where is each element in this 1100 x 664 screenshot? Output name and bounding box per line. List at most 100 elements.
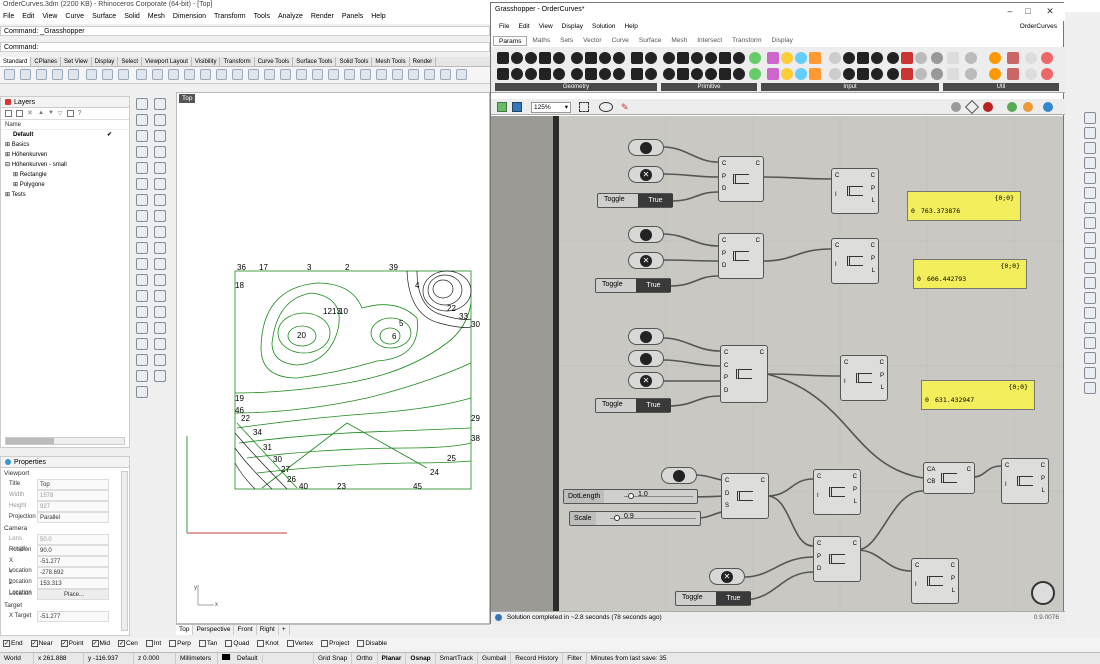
component-icon[interactable]	[599, 52, 611, 64]
prop-y-location-field[interactable]: -278.692	[37, 567, 109, 578]
menu-view[interactable]: View	[42, 13, 58, 20]
osnap-near[interactable]: ✓Near	[30, 640, 53, 648]
dimension-icon[interactable]	[154, 338, 166, 350]
component-icon[interactable]	[733, 52, 745, 64]
component-icon[interactable]	[613, 52, 625, 64]
output-port-label[interactable]: C	[870, 173, 875, 179]
checkbox-icon[interactable]	[225, 640, 233, 648]
zoom-dropdown[interactable]: 125%▾	[531, 102, 571, 113]
component-icon[interactable]	[781, 52, 793, 64]
filter-toggle[interactable]: Filter	[563, 653, 587, 664]
gh-tab-display[interactable]: Display	[771, 37, 793, 44]
new-sublayer-icon[interactable]	[16, 110, 23, 117]
bake-icon[interactable]	[983, 102, 993, 112]
toggle-value[interactable]: True	[636, 279, 671, 292]
output-port-label[interactable]: C	[760, 478, 765, 484]
toggle-value[interactable]: True	[716, 592, 751, 605]
arc-icon[interactable]	[154, 146, 166, 158]
material-icon[interactable]	[154, 370, 166, 382]
output-port-label[interactable]: L	[853, 499, 857, 506]
component-icon[interactable]	[795, 52, 807, 64]
expand-icon[interactable]: ⊞	[13, 182, 20, 188]
clipping-icon[interactable]	[1084, 307, 1096, 319]
select-points-icon[interactable]	[154, 98, 166, 110]
join-icon[interactable]	[154, 258, 166, 270]
osnap-vertex[interactable]: Vertex	[286, 640, 313, 648]
input-port-label[interactable]: D	[724, 387, 729, 394]
preview-mode-icon[interactable]	[951, 102, 961, 112]
checkbox-icon[interactable]	[357, 640, 365, 648]
input-port-label[interactable]: D	[817, 566, 822, 573]
osnap-end[interactable]: ✓End	[3, 640, 23, 648]
array-icon[interactable]	[154, 322, 166, 334]
tab-solid-tools[interactable]: Solid Tools	[336, 57, 373, 66]
new-file-icon[interactable]	[4, 69, 15, 80]
component-icon[interactable]	[1025, 52, 1037, 64]
component-icon[interactable]	[663, 52, 675, 64]
menu-curve[interactable]: Curve	[65, 13, 85, 20]
output-port-label[interactable]: C	[755, 238, 760, 244]
layer-polygone[interactable]: ⊞ Polygone	[1, 180, 129, 190]
component-icon[interactable]	[511, 52, 523, 64]
boolean-param[interactable]: ✕	[628, 372, 664, 389]
input-port-label[interactable]: C	[1005, 463, 1010, 469]
import-icon[interactable]	[68, 69, 79, 80]
zoom-selected-icon[interactable]	[232, 69, 243, 80]
cplane-icon[interactable]	[264, 69, 275, 80]
component-icon[interactable]	[645, 52, 657, 64]
cut-icon[interactable]	[86, 69, 97, 80]
boolean-param[interactable]: ✕	[628, 166, 664, 183]
component-icon[interactable]	[857, 52, 869, 64]
maximize-icon[interactable]: □	[1025, 6, 1031, 16]
component-icon[interactable]	[585, 52, 597, 64]
top-viewport[interactable]: Top	[176, 92, 490, 624]
wireframe-icon[interactable]	[1084, 127, 1096, 139]
smarttrack-toggle[interactable]: SmartTrack	[436, 653, 479, 664]
output-port-label[interactable]: P	[950, 575, 955, 582]
tab-top[interactable]: Top	[176, 625, 194, 635]
hatch-icon[interactable]	[136, 354, 148, 366]
expand-icon[interactable]: ⊞	[13, 172, 20, 178]
prop-rotation-field[interactable]: 90.0	[37, 545, 109, 556]
shaded-icon[interactable]	[1084, 142, 1096, 154]
component-icon[interactable]	[571, 68, 583, 80]
split-icon[interactable]	[136, 258, 148, 270]
zoom-icon[interactable]	[1084, 112, 1096, 124]
output-port-label[interactable]: C	[870, 243, 875, 249]
component-icon[interactable]	[1007, 68, 1019, 80]
split-view-icon[interactable]	[1084, 337, 1096, 349]
gh-tab-maths[interactable]: Maths	[532, 37, 551, 44]
component-icon[interactable]	[719, 68, 731, 80]
gh-tab-params[interactable]: Params	[493, 36, 528, 46]
named-views-icon[interactable]	[1084, 247, 1096, 259]
scale-icon[interactable]	[154, 306, 166, 318]
menu-panels[interactable]: Panels	[341, 13, 364, 20]
delete-layer-icon[interactable]: ✕	[27, 110, 33, 117]
circle-icon[interactable]	[136, 146, 148, 158]
viewport-label[interactable]: Top	[179, 94, 196, 103]
menu-solid[interactable]: Solid	[124, 13, 140, 20]
undo-icon[interactable]	[136, 69, 147, 80]
checkbox-icon[interactable]: ✓	[91, 640, 99, 648]
input-port-label[interactable]: C	[915, 563, 920, 569]
component-icon[interactable]	[871, 68, 883, 80]
units-indicator[interactable]: Millimeters	[176, 653, 218, 664]
paste-icon[interactable]	[118, 69, 129, 80]
zoom-extents-icon[interactable]	[579, 102, 589, 112]
gh-document-name[interactable]: OrderCurves	[1019, 23, 1057, 30]
tab-standard[interactable]: Standard	[0, 57, 32, 66]
gh-tab-mesh[interactable]: Mesh	[671, 37, 688, 44]
wire-display-icon[interactable]	[964, 99, 980, 115]
output-port-label[interactable]: P	[852, 486, 857, 493]
checkbox-icon[interactable]: ✓	[30, 640, 38, 648]
menu-surface[interactable]: Surface	[92, 13, 117, 20]
component-icon[interactable]	[719, 52, 731, 64]
group-geometry[interactable]: Geometry	[495, 83, 657, 91]
tab-perspective[interactable]: Perspective	[193, 625, 235, 635]
component-icon[interactable]	[829, 68, 841, 80]
